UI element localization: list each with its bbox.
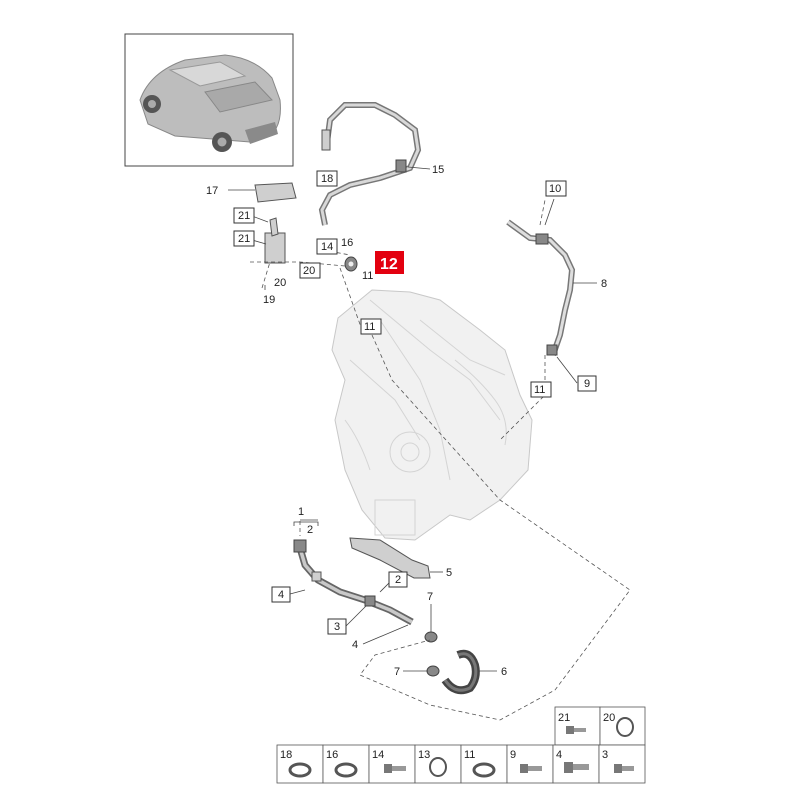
bolt-icon [564, 762, 589, 773]
o-ring-icon [616, 717, 634, 737]
hose-clamp-icon [472, 762, 496, 778]
bolt-icon [614, 764, 634, 773]
coolant-pipe-4 [293, 539, 414, 626]
callout-20a: 20 [299, 262, 321, 279]
hose-clamp-icon [288, 762, 312, 778]
callout-6: 6 [501, 666, 507, 678]
legend-label-13: 13 [418, 749, 430, 761]
svg-text:2: 2 [395, 574, 401, 586]
svg-text:15: 15 [432, 164, 444, 176]
coolant-pipe-8 [506, 219, 576, 356]
callout-13a: 11 [362, 270, 373, 282]
callout-15: 15 [432, 164, 444, 176]
fastener-legend: 21 20 18 16 14 13 11 9 4 3 [276, 706, 646, 784]
callout-4b: 4 [352, 639, 358, 651]
svg-text:20: 20 [303, 265, 315, 277]
legend-label-21: 21 [558, 712, 570, 724]
callout-21b: 21 [233, 230, 255, 247]
vehicle-thumbnail [124, 33, 294, 167]
callout-7b: 7 [394, 666, 400, 678]
callout-13b: 11 [360, 318, 382, 335]
svg-text:2: 2 [307, 524, 313, 536]
svg-text:16: 16 [341, 237, 353, 249]
legend-label-20: 20 [603, 712, 615, 724]
svg-text:21: 21 [238, 233, 250, 245]
hose-6 [424, 631, 480, 695]
svg-text:5: 5 [446, 567, 452, 579]
engine-block [331, 289, 533, 541]
svg-text:1: 1 [298, 506, 304, 518]
svg-text:4: 4 [278, 589, 284, 601]
leader-lines [228, 166, 597, 672]
svg-text:7: 7 [394, 666, 400, 678]
svg-text:11: 11 [362, 270, 373, 282]
svg-text:8: 8 [601, 278, 607, 290]
callout-7a: 7 [427, 591, 433, 603]
callout-2b: 2 [388, 571, 408, 588]
gasket-17 [254, 182, 297, 203]
callout-8: 8 [601, 278, 607, 290]
callout-18: 18 [316, 170, 338, 187]
svg-text:20: 20 [274, 277, 286, 289]
callout-2a: 2 [293, 521, 319, 536]
callout-12-highlight: 12 [375, 251, 404, 274]
callout-21a: 21 [233, 207, 255, 224]
callout-16: 16 [341, 237, 353, 249]
hose-clamp-icon [334, 762, 358, 778]
bolt-icon [384, 764, 406, 773]
callout-19: 19 [263, 294, 275, 306]
svg-text:4: 4 [352, 639, 358, 651]
callout-4a: 4 [271, 586, 291, 603]
legend-label-9: 9 [510, 749, 516, 761]
svg-text:14: 14 [321, 241, 333, 253]
svg-text:11: 11 [534, 384, 545, 396]
assembly-lines [250, 199, 631, 721]
callout-14: 14 [316, 238, 338, 255]
svg-text:7: 7 [427, 591, 433, 603]
callout-5: 5 [446, 567, 452, 579]
svg-text:3: 3 [334, 621, 340, 633]
callout-10: 10 [545, 180, 567, 197]
callout-9: 9 [577, 375, 597, 392]
svg-text:11: 11 [364, 321, 375, 333]
svg-text:19: 19 [263, 294, 275, 306]
svg-text:10: 10 [549, 183, 561, 195]
bolt-icon [566, 726, 586, 734]
svg-text:6: 6 [501, 666, 507, 678]
svg-text:9: 9 [584, 378, 590, 390]
o-ring-icon [429, 757, 447, 777]
callout-20b: 20 [274, 277, 286, 289]
svg-text:18: 18 [321, 173, 333, 185]
legend-label-18: 18 [280, 749, 292, 761]
fitting-16 [344, 256, 358, 272]
legend-label-4: 4 [556, 749, 562, 761]
svg-text:17: 17 [206, 185, 218, 197]
legend-label-16: 16 [326, 749, 338, 761]
thermostat-21 [264, 217, 286, 264]
svg-text:21: 21 [238, 210, 250, 222]
callout-3: 3 [327, 618, 347, 635]
legend-label-11: 11 [464, 749, 475, 761]
callout-1: 1 [298, 506, 304, 518]
bolt-icon [520, 764, 542, 773]
coolant-pipe-15 [318, 102, 422, 226]
legend-label-3: 3 [602, 749, 608, 761]
heat-shield-5 [349, 537, 431, 579]
callout-17: 17 [206, 185, 218, 197]
callout-11: 11 [530, 381, 552, 398]
legend-label-14: 14 [372, 749, 384, 761]
svg-text:12: 12 [380, 256, 398, 273]
